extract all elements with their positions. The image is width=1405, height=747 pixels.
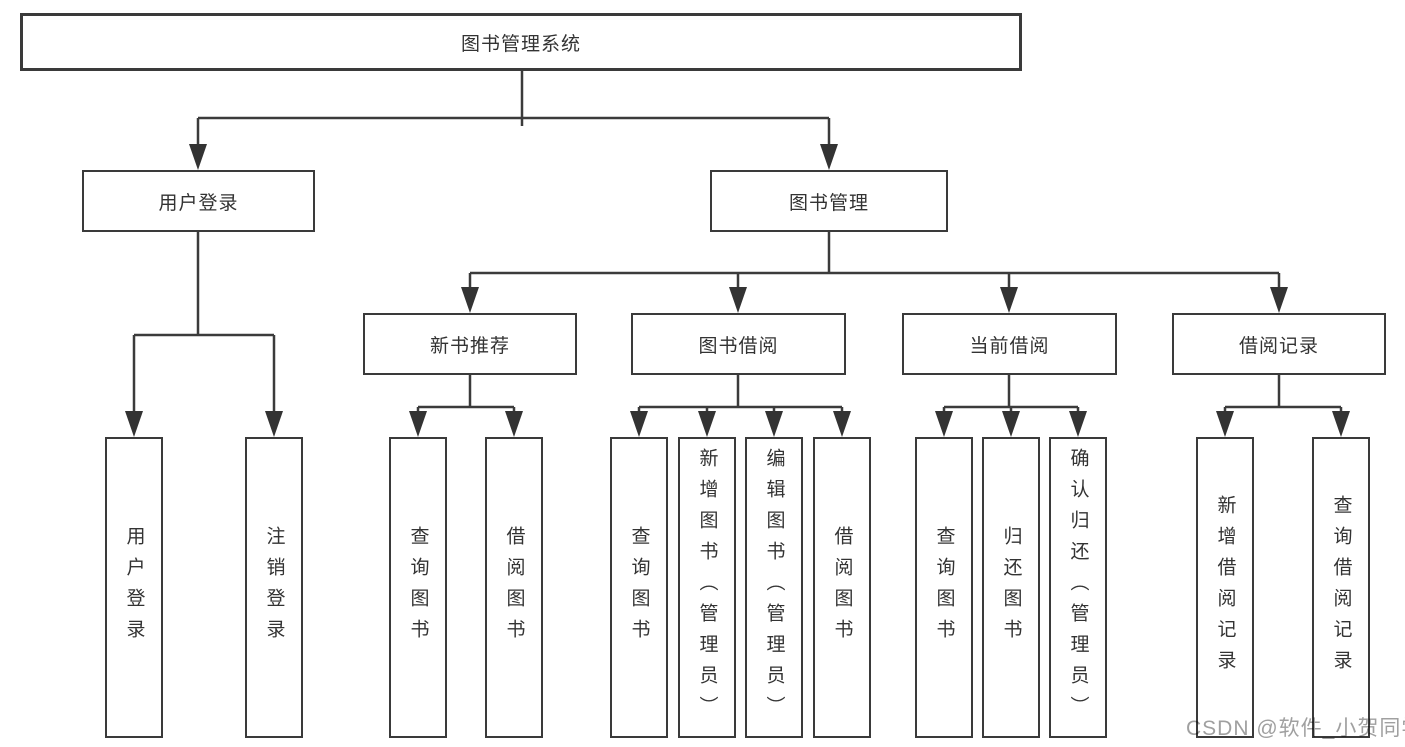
- leaf-query-books-borrowing: 查询图书: [610, 437, 668, 738]
- arrowhead-icon: [1332, 411, 1350, 437]
- connector-root-to-level2: [196, 70, 831, 148]
- leaf-query-books-recommend-label: 查询图书: [407, 525, 429, 650]
- arrowhead-icon: [1002, 411, 1020, 437]
- leaf-confirm-return-admin: 确认归还（管理员）: [1049, 437, 1107, 738]
- leaf-add-borrow-record: 新增借阅记录: [1196, 437, 1254, 738]
- node-borrow-records: 借阅记录: [1172, 313, 1386, 375]
- leaf-edit-book-admin: 编辑图书（管理员）: [745, 437, 803, 738]
- node-borrow-records-label: 借阅记录: [1238, 335, 1319, 357]
- leaf-borrow-books-borrowing-label: 借阅图书: [831, 525, 853, 650]
- leaf-add-borrow-record-label: 新增借阅记录: [1214, 494, 1236, 681]
- leaf-return-book: 归还图书: [982, 437, 1040, 738]
- node-book-management-label: 图书管理: [788, 192, 869, 214]
- arrowhead-icon: [729, 287, 747, 313]
- arrowhead-icon: [505, 411, 523, 437]
- leaf-confirm-return-admin-label: 确认归还（管理员）: [1067, 448, 1089, 727]
- arrowhead-icon: [698, 411, 716, 437]
- connector-borrow-records-to-leaves: [1223, 375, 1343, 415]
- leaf-borrow-books-borrowing: 借阅图书: [813, 437, 871, 738]
- leaf-add-book-admin-label: 新增图书（管理员）: [696, 448, 718, 727]
- arrowhead-icon: [630, 411, 648, 437]
- leaf-user-login: 用户登录: [105, 437, 163, 738]
- arrowhead-icon: [1216, 411, 1234, 437]
- arrowhead-icon: [265, 411, 283, 437]
- arrowhead-icon: [820, 144, 838, 170]
- arrowhead-icon: [461, 287, 479, 313]
- leaf-logout-login: 注销登录: [245, 437, 303, 738]
- leaf-borrow-books-recommend: 借阅图书: [485, 437, 543, 738]
- leaf-edit-book-admin-label: 编辑图书（管理员）: [763, 448, 785, 727]
- leaf-query-books-current-label: 查询图书: [933, 525, 955, 650]
- leaf-query-books-current: 查询图书: [915, 437, 973, 738]
- node-new-book-recommend-label: 新书推荐: [429, 335, 510, 357]
- arrowhead-icon: [765, 411, 783, 437]
- arrowhead-icon: [409, 411, 427, 437]
- csdn-watermark: CSDN @软件_小贺同学: [1186, 717, 1405, 740]
- node-book-borrowing-label: 图书借阅: [698, 335, 779, 357]
- connector-user-login-to-leaves: [132, 232, 276, 415]
- arrowhead-icon: [189, 144, 207, 170]
- leaf-query-books-recommend: 查询图书: [389, 437, 447, 738]
- node-new-book-recommend: 新书推荐: [363, 313, 577, 375]
- arrowhead-icon: [1000, 287, 1018, 313]
- node-book-management: 图书管理: [710, 170, 948, 232]
- arrowhead-icon: [935, 411, 953, 437]
- leaf-query-borrow-record-label: 查询借阅记录: [1330, 494, 1352, 681]
- arrowhead-icon: [125, 411, 143, 437]
- connector-new-book-recommend-to-leaves: [416, 375, 516, 415]
- leaf-borrow-books-recommend-label: 借阅图书: [503, 525, 525, 650]
- node-root: 图书管理系统: [20, 13, 1022, 71]
- connector-book-borrowing-to-leaves: [637, 375, 844, 415]
- leaf-add-book-admin: 新增图书（管理员）: [678, 437, 736, 738]
- leaf-user-login-label: 用户登录: [123, 525, 145, 650]
- arrowhead-icon: [1069, 411, 1087, 437]
- node-current-borrowing: 当前借阅: [902, 313, 1117, 375]
- node-current-borrowing-label: 当前借阅: [969, 335, 1050, 357]
- node-user-login: 用户登录: [82, 170, 315, 232]
- arrowhead-icon: [833, 411, 851, 437]
- leaf-logout-login-label: 注销登录: [263, 525, 285, 650]
- leaf-return-book-label: 归还图书: [1000, 525, 1022, 650]
- node-user-login-label: 用户登录: [158, 192, 239, 214]
- leaf-query-books-borrowing-label: 查询图书: [628, 525, 650, 650]
- leaf-query-borrow-record: 查询借阅记录: [1312, 437, 1370, 738]
- node-root-label: 图书管理系统: [460, 33, 581, 55]
- arrowhead-icon: [1270, 287, 1288, 313]
- node-book-borrowing: 图书借阅: [631, 313, 846, 375]
- connector-current-borrowing-to-leaves: [942, 375, 1080, 415]
- connector-book-management-to-level3: [468, 232, 1281, 291]
